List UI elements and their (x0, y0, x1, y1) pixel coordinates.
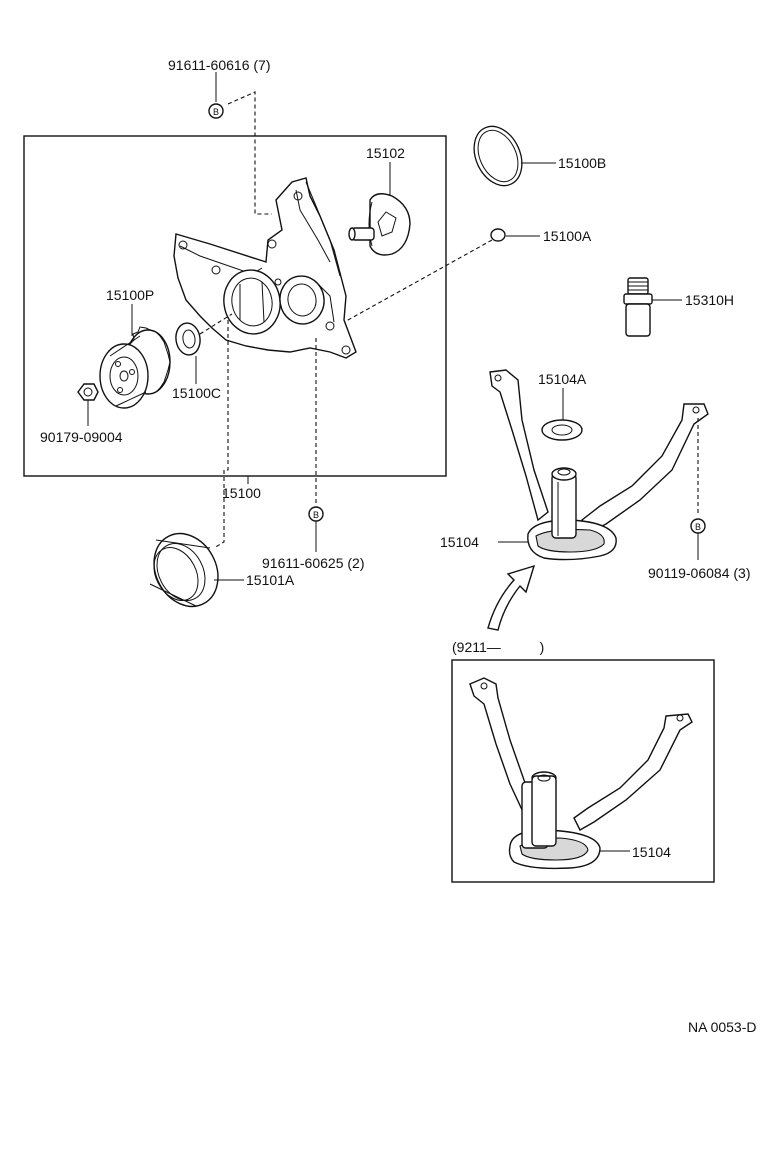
label-rotor: 15102 (366, 145, 405, 161)
label-bolt-pump: 91611-60625 (2) (262, 555, 364, 571)
label-inset-strainer: 15104 (632, 844, 671, 860)
strainer-part (489, 369, 709, 561)
label-nut: 90179-09004 (40, 429, 123, 445)
label-strainer: 15104 (440, 534, 479, 550)
label-pump-assembly: 15100 (222, 485, 261, 501)
bolt-mark: B (313, 510, 319, 520)
nut-part (77, 383, 99, 401)
small-seal-part (175, 313, 233, 356)
label-small-seal: 15100C (172, 385, 221, 401)
pump-housing-part (173, 177, 357, 359)
pulley-part (99, 326, 171, 409)
o-ring-part (473, 125, 523, 187)
label-stud: 15310H (685, 292, 734, 308)
figure-code: NA 0053-D (688, 1019, 756, 1035)
front-seal-part (149, 320, 229, 608)
bolt-strainer-callout: B (690, 418, 706, 560)
pump-assembly-frame (23, 135, 447, 477)
stud-part (623, 277, 653, 337)
bolt-mark: B (213, 107, 219, 117)
reference-arrow (487, 564, 536, 631)
bolt-pump-callout: B (308, 338, 324, 552)
bolt-mark: B (695, 522, 701, 532)
label-bolt-strainer: 90119-06084 (3) (648, 565, 750, 581)
gasket-part (541, 419, 583, 441)
label-pulley: 15100P (106, 287, 154, 303)
label-gasket: 15104A (538, 371, 587, 387)
label-plug: 15100A (543, 228, 592, 244)
inset-strainer-part (469, 677, 693, 870)
inset-frame (451, 659, 715, 883)
label-o-ring: 15100B (558, 155, 606, 171)
plug-part (329, 228, 506, 331)
label-inset-date: (9211— ) (452, 639, 544, 655)
label-front-seal: 15101A (246, 572, 295, 588)
label-bolt-cover: 91611-60616 (7) (168, 57, 270, 73)
bolt-cover-callout: B (208, 72, 272, 215)
rotor-part (348, 193, 411, 256)
